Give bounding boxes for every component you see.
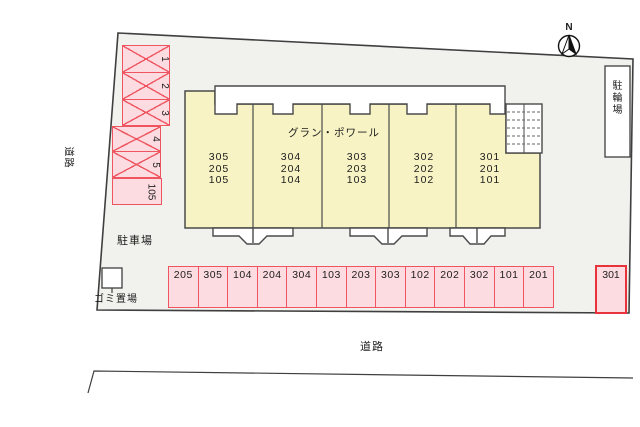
north-arrow-icon xyxy=(557,34,581,58)
unit-number: 304 xyxy=(280,151,302,163)
north-label: N xyxy=(565,22,573,33)
parking-stall: 102 xyxy=(405,266,436,308)
parking-stall: 5 xyxy=(112,151,161,178)
road-label-left: 道路 xyxy=(62,146,74,169)
unit-cell-104: 304 204 104 xyxy=(257,151,325,187)
parking-stall: 103 xyxy=(317,266,347,308)
unit-number: 305 xyxy=(208,151,230,163)
parking-lot-label: 駐車場 xyxy=(117,235,153,247)
unit-number: 301 xyxy=(479,151,501,163)
stall-number: 303 xyxy=(381,269,401,281)
unit-cell-105: 305 205 105 xyxy=(185,151,253,187)
stall-number: 202 xyxy=(440,269,460,281)
unit-number: 103 xyxy=(346,174,368,186)
parking-stall: 302 xyxy=(465,266,495,308)
unit-cell-102: 302 202 102 xyxy=(390,151,458,187)
unit-number: 201 xyxy=(479,162,501,175)
stall-number: 204 xyxy=(262,269,282,281)
stall-number: 2 xyxy=(159,83,171,89)
stall-number: 301 xyxy=(602,269,620,281)
parking-stall: 101 xyxy=(494,266,525,308)
parking-stall: 3 xyxy=(122,99,170,126)
stall-number: 104 xyxy=(233,269,253,281)
unit-dividers xyxy=(252,104,457,228)
road-label-bottom: 道路 xyxy=(360,341,384,353)
stall-number: 5 xyxy=(150,161,162,168)
parking-stall-301: 301 xyxy=(595,265,627,314)
garbage-box xyxy=(101,267,123,293)
unit-number: 101 xyxy=(479,174,501,186)
parking-stall: 303 xyxy=(376,266,406,308)
parking-stall: 105 xyxy=(112,178,162,205)
parking-stall: 205 xyxy=(168,266,199,308)
parking-stall: 201 xyxy=(524,266,554,308)
building-name: グラン・ポワール xyxy=(288,127,380,139)
parking-stall: 304 xyxy=(287,266,318,308)
parking-row-bottom: 205 305 104 204 304 103 203 303 102 202 … xyxy=(168,266,554,308)
entry-porches xyxy=(212,227,506,245)
stall-number: 302 xyxy=(469,269,489,281)
unit-number: 104 xyxy=(280,174,302,186)
stall-number: 305 xyxy=(203,269,223,281)
parking-stall: 1 xyxy=(122,45,170,73)
bicycle-parking-label: 駐輪場 xyxy=(610,80,621,116)
stall-number: 304 xyxy=(292,269,312,281)
corridor xyxy=(214,85,506,115)
parking-stall: 2 xyxy=(122,72,170,100)
unit-number: 203 xyxy=(346,162,368,175)
stall-number: 4 xyxy=(150,136,162,142)
parking-stall: 204 xyxy=(257,266,288,308)
stall-number: 101 xyxy=(499,269,519,281)
bicycle-parking-box xyxy=(604,65,631,158)
unit-number: 204 xyxy=(280,162,302,175)
garbage-area-label: ゴミ置場 xyxy=(94,294,138,305)
parking-stall: 104 xyxy=(228,266,258,308)
unit-number: 303 xyxy=(346,151,368,163)
staircase xyxy=(505,103,543,154)
parking-stall: 305 xyxy=(198,266,229,308)
stall-number: 103 xyxy=(321,269,341,281)
unit-number: 302 xyxy=(413,151,435,163)
unit-number: 205 xyxy=(208,162,230,175)
stall-number: 3 xyxy=(159,109,171,116)
unit-cell-103: 303 203 103 xyxy=(323,151,391,187)
parking-stall: 202 xyxy=(435,266,466,308)
parking-stall: 203 xyxy=(346,266,377,308)
unit-number: 202 xyxy=(413,162,435,175)
stall-number: 105 xyxy=(145,183,157,200)
stall-number: 102 xyxy=(410,269,430,281)
stall-number: 201 xyxy=(529,269,549,281)
unit-number: 105 xyxy=(208,174,230,186)
parking-stall: 4 xyxy=(112,126,161,152)
unit-cell-101: 301 201 101 xyxy=(456,151,524,187)
stall-number: 203 xyxy=(351,269,371,281)
unit-number: 102 xyxy=(413,174,435,186)
stall-number: 1 xyxy=(159,56,171,62)
road-edge-bottom xyxy=(87,370,634,394)
stall-number: 205 xyxy=(173,269,193,281)
